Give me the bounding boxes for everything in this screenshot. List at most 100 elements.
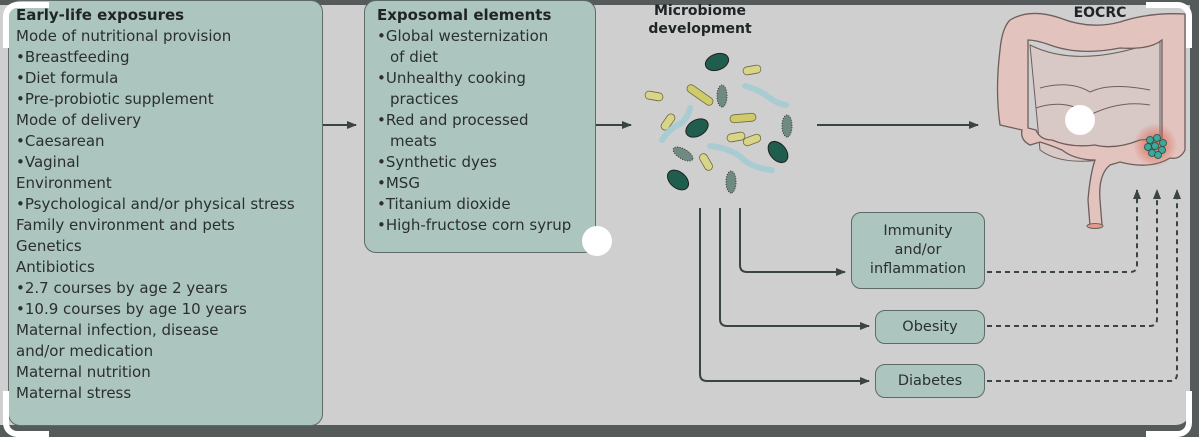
- bacterium-spiky-icon: [672, 146, 694, 162]
- exposomal-elements-box: Exposomal elements •Global westernizatio…: [364, 0, 596, 253]
- exposomal-elements-title: Exposomal elements: [377, 6, 552, 24]
- early-life-item-text: Mode of delivery: [16, 111, 142, 129]
- bullet-icon: •: [377, 174, 386, 192]
- early-life-item: •Psychological and/or physical stress: [16, 194, 322, 215]
- bullet-icon: •: [377, 216, 386, 234]
- early-life-item: •2.7 courses by age 2 years: [16, 278, 322, 299]
- early-life-item: Maternal nutrition: [16, 362, 322, 383]
- bacterium-dark-icon: [767, 140, 789, 164]
- colon-fold: [1039, 84, 1151, 93]
- exposomal-item-text: Titanium dioxide: [385, 195, 511, 213]
- corner-bracket-top-left: [3, 2, 49, 48]
- bullet-icon: •: [16, 48, 25, 66]
- early-life-item-text: 10.9 courses by age 10 years: [24, 300, 247, 318]
- bullet-icon: •: [16, 300, 25, 318]
- diabetes-box: Diabetes: [875, 364, 985, 398]
- early-life-item: Genetics: [16, 236, 322, 257]
- exposomal-item-text: High-fructose corn syrup: [385, 216, 572, 234]
- annotation-marker: [582, 226, 612, 256]
- diagram-canvas: Early-life exposures Mode of nutritional…: [0, 0, 1190, 426]
- exposomal-item-continuation: of diet: [390, 48, 439, 66]
- bullet-icon: •: [16, 132, 25, 150]
- exposomal-item-text: Red and processed: [385, 111, 529, 129]
- dashed-obesity-to-eocrc: [987, 189, 1161, 327]
- immunity-line3: inflammation: [869, 261, 967, 277]
- dashed-arrows: [987, 189, 1181, 382]
- immunity-line1: Immunity: [883, 223, 953, 239]
- bacterium-rod-icon: [644, 90, 664, 102]
- tumor-cell: [1146, 136, 1154, 144]
- bullet-icon: •: [377, 69, 386, 87]
- microbiome-title-line2: development: [648, 21, 752, 37]
- exposomal-item: •Red and processed: [377, 110, 595, 131]
- bullet-icon: •: [16, 69, 25, 87]
- tumor-cell: [1158, 146, 1166, 154]
- arrow-to-diabetes: [699, 208, 870, 385]
- exposomal-item: •Unhealthy cooking: [377, 68, 595, 89]
- early-life-item: and/or medication: [16, 341, 322, 362]
- exposomal-item-text: Synthetic dyes: [385, 153, 497, 171]
- early-life-item: Antibiotics: [16, 257, 322, 278]
- early-life-item-text: Pre-probiotic supplement: [24, 90, 214, 108]
- early-life-item: Maternal infection, disease: [16, 320, 322, 341]
- bacterium-dark-icon: [704, 52, 730, 72]
- early-life-exposures-list: Mode of nutritional provision •Breastfeed…: [16, 26, 322, 404]
- early-life-item-text: Maternal nutrition: [16, 363, 151, 381]
- bacterium-flagellated-icon: [729, 112, 757, 124]
- bullet-icon: •: [377, 153, 386, 171]
- bacterium-rod-icon: [699, 153, 713, 171]
- exposomal-item-text: Unhealthy cooking: [385, 69, 526, 87]
- arrow-to-immunity: [739, 208, 846, 276]
- immunity-inflammation-box: Immunity and/or inflammation: [851, 212, 985, 289]
- bullet-icon: •: [16, 153, 25, 171]
- colon-illustration: [996, 12, 1186, 229]
- early-life-exposures-box: Early-life exposures Mode of nutritional…: [8, 0, 323, 426]
- early-life-item: •Pre-probiotic supplement: [16, 89, 322, 110]
- early-life-item: •10.9 courses by age 10 years: [16, 299, 322, 320]
- bullet-icon: •: [377, 111, 386, 129]
- bacterium-rod-icon: [742, 64, 762, 76]
- early-life-item: •Caesarean: [16, 131, 322, 152]
- bullet-icon: •: [16, 90, 25, 108]
- tumor-icon: [1144, 134, 1167, 159]
- tumor-cell: [1153, 134, 1161, 142]
- early-life-item-text: Caesarean: [24, 132, 105, 150]
- early-life-item: •Breastfeeding: [16, 47, 322, 68]
- bullet-icon: •: [16, 195, 25, 213]
- early-life-item-text: Maternal infection, disease: [16, 321, 219, 339]
- early-life-item-text: Psychological and/or physical stress: [24, 195, 295, 213]
- bacterium-dark-icon: [666, 169, 690, 191]
- annotation-marker: [1065, 105, 1095, 135]
- early-life-item-text: and/or medication: [16, 342, 154, 360]
- bacterium-flagellated-icon: [686, 84, 714, 106]
- microbiome-title-line1: Microbiome: [653, 3, 747, 19]
- microbiome-bacteria-illustration: [644, 52, 793, 194]
- corner-bracket-top-right: [1146, 2, 1192, 48]
- exposomal-item-text: Global westernization: [385, 27, 549, 45]
- early-life-item-text: Antibiotics: [16, 258, 95, 276]
- exposomal-item: •Synthetic dyes: [377, 152, 595, 173]
- bullet-icon: •: [377, 195, 386, 213]
- early-life-item-text: Environment: [16, 174, 112, 192]
- immunity-line2: and/or: [894, 242, 942, 258]
- bacterium-chain-icon: [659, 105, 693, 143]
- bacterium-rod-icon: [742, 133, 762, 147]
- colon-rectum-end: [1086, 223, 1104, 229]
- early-life-item-text: 2.7 courses by age 2 years: [24, 279, 228, 297]
- early-life-item: Mode of nutritional provision: [16, 26, 322, 47]
- exposomal-item-text: MSG: [385, 174, 420, 192]
- early-life-item-text: Mode of nutritional provision: [16, 27, 232, 45]
- early-life-item: Mode of delivery: [16, 110, 322, 131]
- early-life-item-text: Diet formula: [24, 69, 119, 87]
- flow-arrows: [323, 121, 979, 385]
- microbiome-development-title: Microbiome development: [640, 2, 760, 38]
- bacterium-rod-icon: [660, 113, 676, 131]
- early-life-item-text: Vaginal: [24, 153, 80, 171]
- bacterium-dark-icon: [685, 118, 709, 138]
- bullet-icon: •: [16, 279, 25, 297]
- bullet-icon: •: [377, 27, 386, 45]
- bacterium-spiky-icon: [725, 170, 737, 194]
- bacterium-spiky-icon: [781, 114, 793, 138]
